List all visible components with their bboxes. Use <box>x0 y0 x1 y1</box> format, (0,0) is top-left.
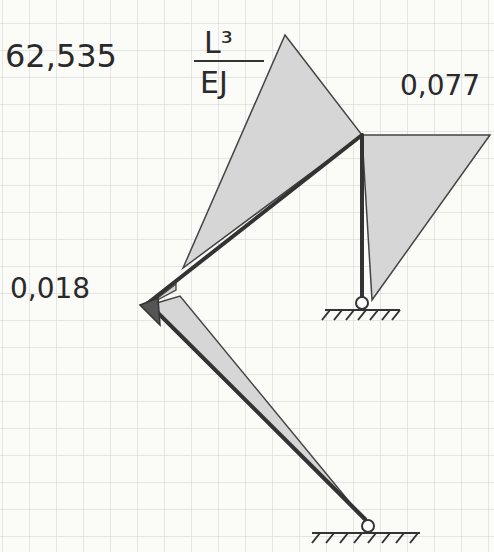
moment-area <box>183 35 362 268</box>
hinge-support <box>322 297 400 320</box>
moment-area <box>362 135 490 300</box>
moment-value: 0,018 <box>10 275 90 303</box>
moment-value: 0,077 <box>400 72 480 100</box>
unit-denominator: EJ <box>200 68 228 98</box>
frame <box>148 135 365 519</box>
hinge-support <box>312 520 420 543</box>
rigid-joint <box>140 298 160 325</box>
fraction-bar <box>194 60 264 62</box>
moment-value: 62,535 <box>5 40 117 72</box>
unit-numerator: L³ <box>204 28 233 58</box>
